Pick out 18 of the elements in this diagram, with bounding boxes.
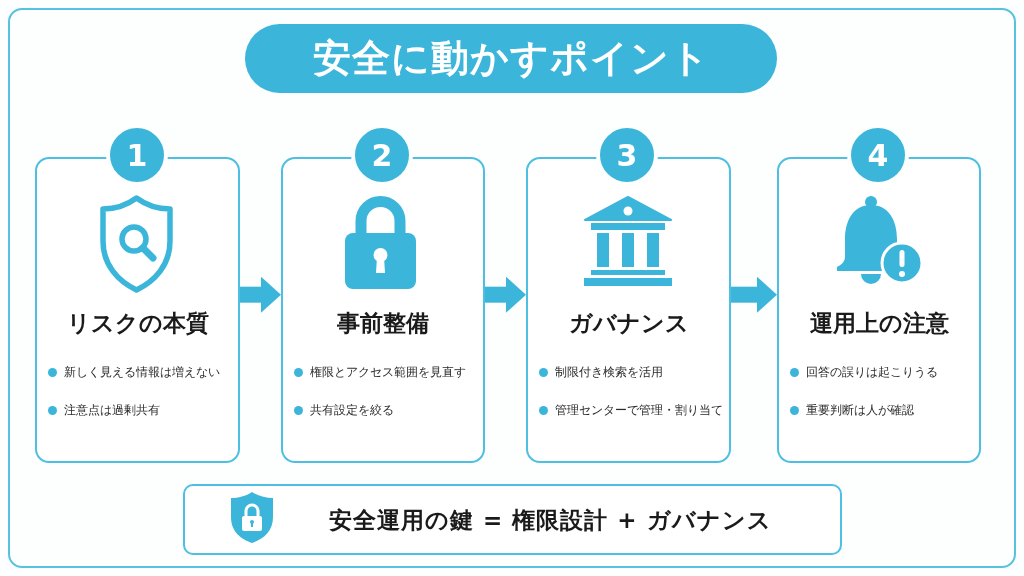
bullet-text: 回答の誤りは起こりうる: [806, 364, 938, 381]
summary-text: 安全運用の鍵 = 権限設計 + ガバナンス: [329, 505, 772, 534]
arrow: [240, 276, 281, 313]
bullet-text: 管理センターで管理・割り当て: [555, 402, 723, 419]
bullet-text: 制限付き検索を活用: [555, 364, 663, 381]
title-banner: 安全に動かすポイント: [245, 24, 777, 93]
bullet-text: 共有設定を絞る: [310, 402, 394, 419]
bullet-text: 新しく見える情報は増えない: [64, 364, 220, 381]
card-heading: 運用上の注意: [809, 309, 949, 338]
card-heading: リスクの本質: [66, 309, 209, 338]
bullet-text: 注意点は過剰共有: [64, 402, 160, 419]
summary-box: [183, 484, 842, 555]
arrow: [731, 276, 777, 313]
card-heading: 事前整備: [337, 309, 429, 338]
arrow: [485, 276, 526, 313]
bullet-text: 権限とアクセス範囲を見直す: [310, 364, 466, 381]
bullet-text: 重要判断は人が確認: [806, 402, 914, 419]
card-heading: ガバナンス: [568, 309, 689, 338]
